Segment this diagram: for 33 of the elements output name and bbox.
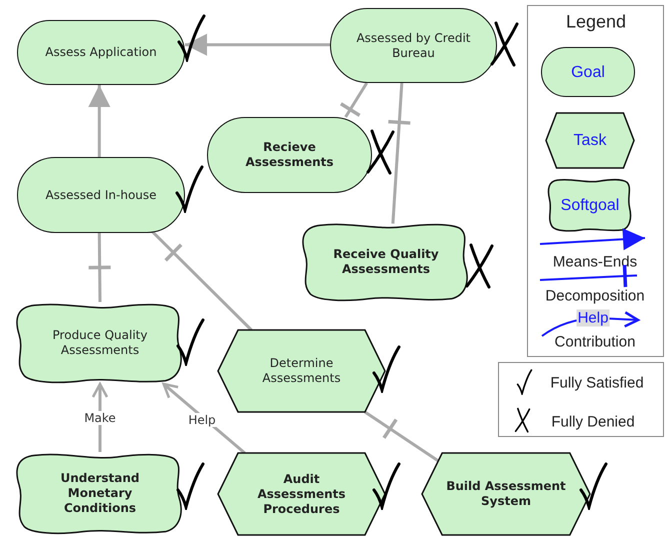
legend-text: Decomposition [545,288,645,304]
node-label: Assessed by Credit Bureau [355,30,472,60]
node-label: Assessed In-house [45,188,157,202]
task-node [422,453,590,535]
node-label: Determine Assessments [261,356,342,386]
decomposition-link [150,230,252,332]
legend-title: Legend [566,12,626,32]
legend-text: Contribution [554,334,636,350]
node-label: Assess Application [45,45,157,60]
legend-text: Fully Satisfied [550,374,644,392]
task-node [218,330,385,412]
decomposition-link [364,410,440,462]
node-label: Build Assessment System [445,479,567,509]
legend-text: Goal [571,64,605,80]
goal-node [207,117,372,193]
contribution-label: Help [576,310,610,326]
decomposition-link [386,82,412,224]
legend-text: Task [574,133,606,148]
legend-text: Softgoal [560,198,620,212]
decomposition-link [86,232,112,302]
node-label: Audit Assessments Procedures [256,472,347,516]
means-ends-arrow [185,34,330,56]
edge-label: Make [82,411,118,425]
node-label: Produce Quality Assessments [52,328,148,358]
means-ends-arrow [88,85,110,157]
legend-text: Means-Ends [552,254,638,270]
node-label: Recieve Assessments [244,140,335,170]
task-node [218,453,385,535]
goal-node [330,8,497,83]
legend-text: Fully Denied [551,414,635,430]
node-label: Understand Monetary Conditions [59,471,141,516]
decomposition-link [339,82,368,118]
node-label: Receive Quality Assessments [332,247,440,277]
